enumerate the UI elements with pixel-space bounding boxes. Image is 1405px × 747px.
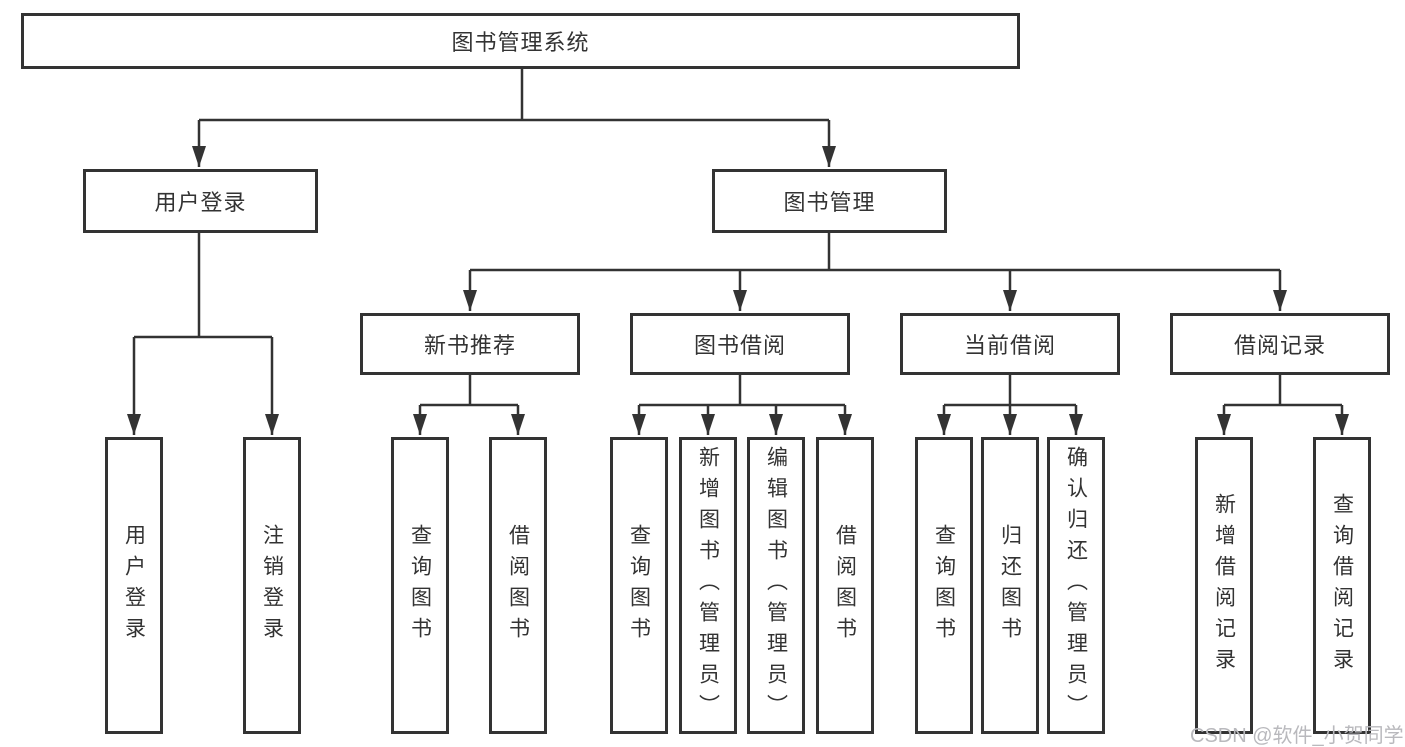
leaf-borrowing-add-books-label: 新增图书（管理员） — [696, 446, 720, 725]
leaf-records-add-record: 新增借阅记录 — [1195, 437, 1253, 734]
leaf-records-query-record: 查询借阅记录 — [1313, 437, 1371, 734]
node-current-borrowing-label: 当前借阅 — [963, 333, 1056, 358]
node-book-borrowing: 图书借阅 — [630, 313, 850, 375]
leaf-newbooks-borrow-books-label: 借阅图书 — [506, 523, 530, 648]
leaf-current-query-books-label: 查询图书 — [932, 523, 956, 648]
leaf-newbooks-borrow-books: 借阅图书 — [489, 437, 547, 734]
leaf-current-confirm-return: 确认归还（管理员） — [1047, 437, 1105, 734]
leaf-newbooks-query-books-label: 查询图书 — [408, 523, 432, 648]
node-user-login: 用户登录 — [83, 169, 318, 233]
node-book-borrowing-label: 图书借阅 — [693, 333, 786, 358]
leaf-borrowing-add-books: 新增图书（管理员） — [679, 437, 737, 734]
watermark: CSDN @软件_小贺同学 — [1190, 725, 1404, 747]
node-new-book-recommend-label: 新书推荐 — [423, 333, 516, 358]
node-root: 图书管理系统 — [21, 13, 1020, 69]
node-book-management: 图书管理 — [712, 169, 947, 233]
leaf-current-confirm-return-label: 确认归还（管理员） — [1064, 446, 1088, 725]
leaf-borrowing-edit-books-label: 编辑图书（管理员） — [764, 446, 788, 725]
leaf-borrowing-borrow-books: 借阅图书 — [816, 437, 874, 734]
node-book-management-label: 图书管理 — [783, 190, 876, 215]
leaf-borrowing-query-books: 查询图书 — [610, 437, 668, 734]
leaf-user-login-label: 用户登录 — [122, 523, 146, 648]
leaf-newbooks-query-books: 查询图书 — [391, 437, 449, 734]
leaf-current-return-books-label: 归还图书 — [998, 523, 1022, 648]
leaf-user-login: 用户登录 — [105, 437, 163, 734]
leaf-current-return-books: 归还图书 — [981, 437, 1039, 734]
leaf-records-add-record-label: 新增借阅记录 — [1212, 492, 1236, 679]
node-borrowing-records-label: 借阅记录 — [1233, 333, 1326, 358]
leaf-current-query-books: 查询图书 — [915, 437, 973, 734]
leaf-borrowing-edit-books: 编辑图书（管理员） — [747, 437, 805, 734]
node-borrowing-records: 借阅记录 — [1170, 313, 1390, 375]
node-root-label: 图书管理系统 — [451, 30, 590, 55]
leaf-borrowing-query-books-label: 查询图书 — [627, 523, 651, 648]
leaf-logout-label: 注销登录 — [260, 523, 284, 648]
node-user-login-label: 用户登录 — [154, 190, 247, 215]
leaf-records-query-record-label: 查询借阅记录 — [1330, 492, 1354, 679]
leaf-borrowing-borrow-books-label: 借阅图书 — [833, 523, 857, 648]
node-current-borrowing: 当前借阅 — [900, 313, 1120, 375]
node-new-book-recommend: 新书推荐 — [360, 313, 580, 375]
leaf-logout: 注销登录 — [243, 437, 301, 734]
